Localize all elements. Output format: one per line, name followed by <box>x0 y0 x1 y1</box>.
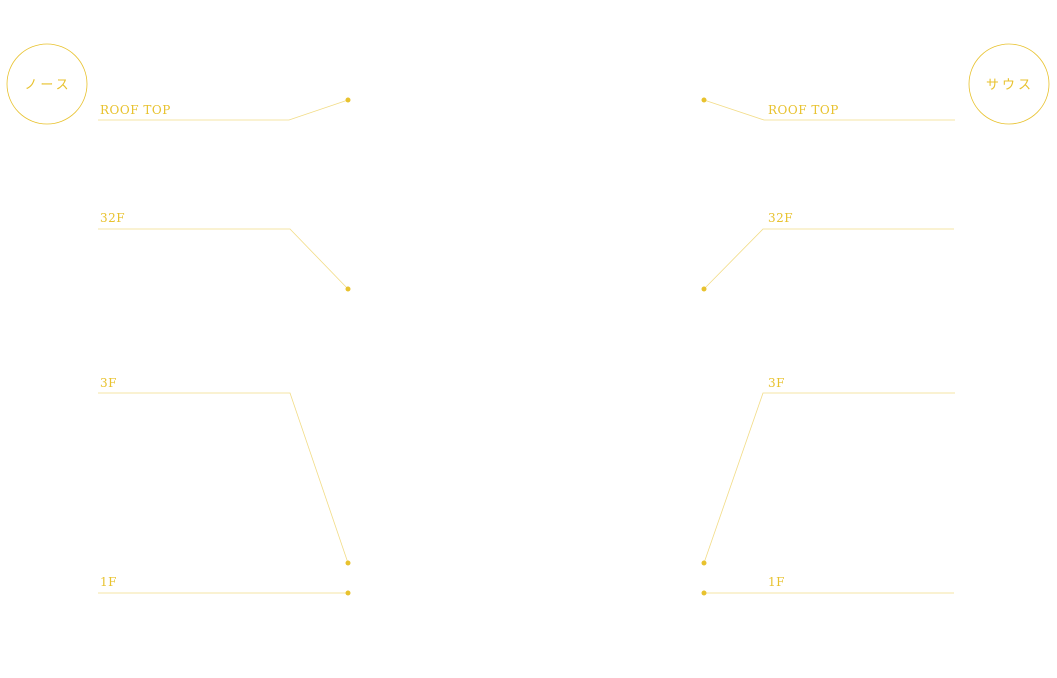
south-anchor-dot-32f <box>701 286 707 292</box>
north-anchor-dot-3f <box>345 560 351 566</box>
south-floor-label-32f: 32F <box>768 211 793 225</box>
south-callout-rooftop: ROOF TOP <box>701 97 955 121</box>
south-floor-label-rooftop: ROOF TOP <box>768 103 839 117</box>
north-callout-3f: 3F <box>98 376 351 566</box>
south-leader-line-32f <box>703 228 954 290</box>
north-anchor-dot-rooftop <box>345 97 351 103</box>
north-floor-label-32f: 32F <box>100 211 125 225</box>
south-callout-3f: 3F <box>701 376 955 566</box>
north-anchor-dot-32f <box>345 286 351 292</box>
north-leader-line-32f <box>98 228 349 290</box>
south-anchor-dot-1f <box>701 590 707 596</box>
north-leader-line-rooftop <box>98 99 349 121</box>
south-callout-1f: 1F <box>701 575 954 596</box>
north-tower-label: ノース <box>24 78 71 93</box>
south-callout-32f: 32F <box>701 211 954 292</box>
south-anchor-dot-rooftop <box>701 97 707 103</box>
south-leader-line-rooftop <box>703 99 955 121</box>
south-floor-label-1f: 1F <box>768 575 785 589</box>
north-callout-1f: 1F <box>98 575 351 596</box>
north-floor-label-1f: 1F <box>100 575 117 589</box>
north-anchor-dot-1f <box>345 590 351 596</box>
north-floor-label-3f: 3F <box>100 376 117 390</box>
north-leader-line-3f <box>98 392 349 564</box>
north-callout-32f: 32F <box>98 211 351 292</box>
south-floor-label-3f: 3F <box>768 376 785 390</box>
south-tower-badge: サウス <box>968 43 1050 125</box>
south-tower-label: サウス <box>986 78 1034 93</box>
north-tower-circle <box>6 43 88 125</box>
north-floor-label-rooftop: ROOF TOP <box>100 103 171 117</box>
south-anchor-dot-3f <box>701 560 707 566</box>
south-leader-line-3f <box>703 392 955 564</box>
south-tower-circle <box>968 43 1050 125</box>
north-tower-badge: ノース <box>6 43 88 125</box>
north-callout-rooftop: ROOF TOP <box>98 97 351 121</box>
